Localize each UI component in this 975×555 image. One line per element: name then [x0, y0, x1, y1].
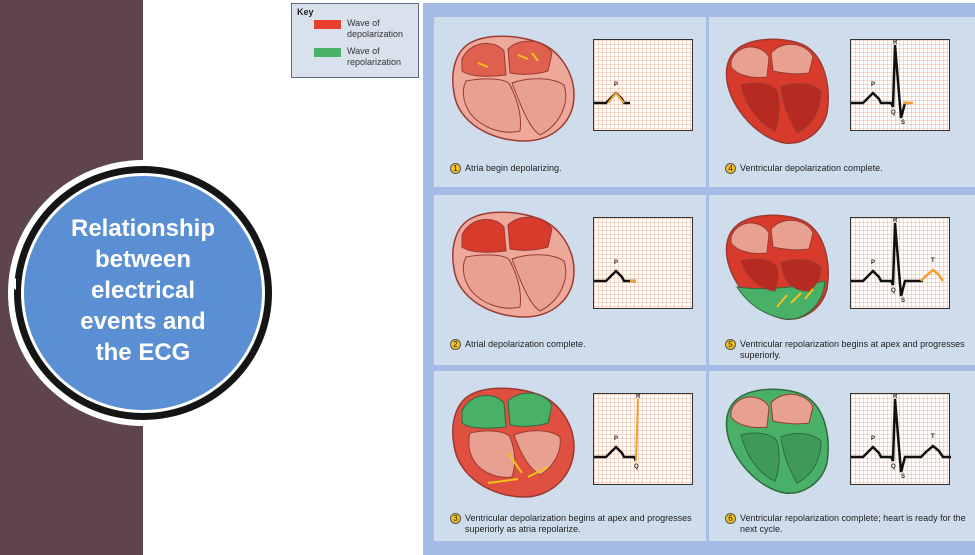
ecg-label-p: P	[614, 260, 619, 266]
ring-notch	[8, 278, 16, 290]
heart-illustration	[725, 214, 829, 320]
ecg-label-t: T	[931, 434, 935, 440]
step-number: 1	[450, 163, 461, 174]
step-caption: Atrial depolarization complete.	[465, 339, 586, 349]
step-number: 5	[725, 339, 736, 350]
panel-1: P 1 Atria begin depolarizing.	[434, 17, 706, 187]
title-circle: Relationship between electrical events a…	[24, 176, 262, 410]
panel-5: P R Q S T 5 Ventricular repolarization b…	[709, 195, 975, 365]
panel-2: P 2 Atrial depolarization complete.	[434, 195, 706, 365]
slide-title: Relationship between electrical events a…	[43, 213, 243, 368]
legend-key: Key Wave of depolarization Wave of repol…	[291, 3, 419, 78]
heart-illustration	[725, 388, 829, 494]
ecg-label-s: S	[901, 120, 906, 126]
title-line: electrical	[90, 276, 196, 304]
panel-4: P R Q S 4 Ventricular depolarization com…	[709, 17, 975, 187]
ecg-label-p: P	[614, 82, 619, 88]
ecg-label-r: R	[893, 40, 898, 46]
step-number: 3	[450, 513, 461, 524]
step-caption: Ventricular depolarization complete.	[740, 163, 883, 173]
ecg-label-p: P	[871, 260, 876, 266]
ecg-label-t: T	[931, 258, 935, 264]
title-line: the ECG	[95, 338, 191, 366]
ecg-label-q: Q	[891, 464, 896, 470]
ecg-trace-box: P R Q	[593, 393, 693, 485]
heart-illustration	[452, 387, 575, 498]
ecg-label-s: S	[901, 474, 906, 480]
ecg-label-p: P	[871, 82, 876, 88]
ecg-label-r: R	[636, 394, 641, 400]
step-caption: Ventricular depolarization begins at ape…	[465, 513, 692, 534]
ecg-trace-box: P	[593, 217, 693, 309]
ecg-label-r: R	[893, 218, 898, 224]
ecg-trace-box: P R Q S T	[850, 217, 950, 309]
step-number: 6	[725, 513, 736, 524]
ecg-label-p: P	[871, 436, 876, 442]
ecg-trace-box: P R Q S T	[850, 393, 951, 485]
step-number: 2	[450, 339, 461, 350]
ecg-label-s: S	[901, 298, 906, 304]
step-caption: Ventricular repolarization begins at ape…	[740, 339, 965, 360]
repolarization-swatch	[314, 48, 341, 57]
heart-illustration	[725, 38, 829, 144]
ecg-figure: P 1 Atria begin depolarizing. P 2 Atrial…	[423, 3, 975, 555]
panel-6: P R Q S T 6 Ventricular repolarization c…	[709, 371, 975, 541]
step-number: 4	[725, 163, 736, 174]
depolarization-label: Wave of depolarization	[347, 18, 404, 39]
ecg-trace-box: P	[593, 39, 693, 131]
panel-3: P R Q 3 Ventricular depolarization begin…	[434, 371, 706, 541]
title-line: events and	[80, 307, 206, 335]
legend-title: Key	[297, 7, 314, 17]
depolarization-swatch	[314, 20, 341, 29]
ecg-trace-box: P R Q S	[850, 39, 950, 131]
step-caption: Atria begin depolarizing.	[465, 163, 562, 173]
ecg-label-q: Q	[634, 464, 639, 470]
heart-illustration	[452, 211, 575, 318]
ecg-label-p: P	[614, 436, 619, 442]
heart-illustration	[452, 35, 575, 142]
title-line: Relationship	[70, 214, 215, 242]
repolarization-label: Wave of repolarization	[347, 46, 402, 67]
step-caption: Ventricular repolarization complete; hea…	[740, 513, 966, 534]
ecg-label-r: R	[893, 394, 898, 400]
ecg-label-q: Q	[891, 110, 896, 116]
title-line: between	[94, 245, 192, 273]
ecg-label-q: Q	[891, 288, 896, 294]
